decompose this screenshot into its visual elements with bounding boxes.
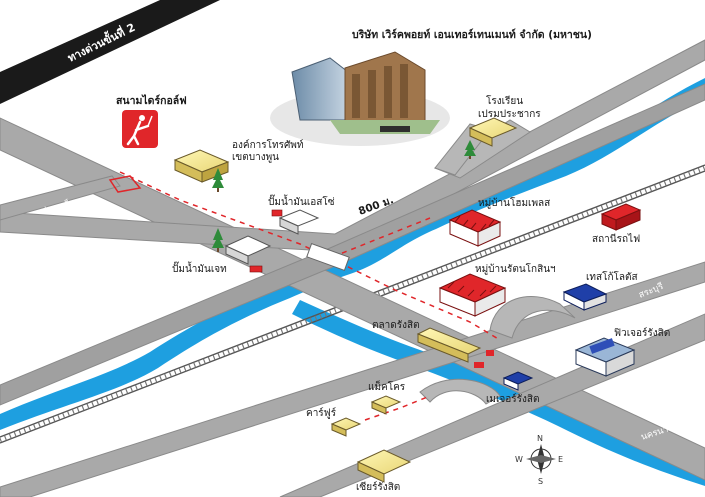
compass-e: E [558,455,563,464]
school-label-line1: โรงเรียน [486,94,523,107]
compass-rose-icon: N S E W [515,434,563,486]
river-branch [292,300,705,486]
village-homeplace [448,209,502,247]
jet-label: ปั๊มน้ำมันเจท [172,261,227,275]
buildings [173,117,642,483]
village-rattanakosin [438,273,507,317]
village1-label: หมู่บ้านโฮมเพลส [478,196,550,209]
future-label: ฟิวเจอร์รังสิต [614,327,670,339]
company-building [270,51,450,146]
golf-label: สนามไดร์กอล์ฟ [116,94,187,107]
tree-icon [212,140,476,252]
compass-s: S [538,477,543,486]
village2-label: หมู่บ้านรัตนโกสินฯ [475,262,556,275]
market-label: ตลาดรังสิต [372,320,420,331]
carrefour-label: คาร์ฟูร์ [306,407,337,419]
esso-label: ปั๊มน้ำมันเอสโซ่ [268,194,335,208]
tesco-label: เทสโก้โลตัส [586,270,638,283]
tot-label-line1: องค์การโทรศัพท์ [232,138,303,151]
river-main [0,78,705,430]
tot-label-line2: เขตบางพูน [232,152,279,163]
makro-label: แม็คโคร [368,379,406,393]
rivers [0,78,705,486]
overpass [306,242,350,272]
company-label: บริษัท เวิร์คพอยท์ เอนเทอร์เทนเมนท์ จำกั… [352,28,592,41]
route-arrows [108,171,501,421]
expressway-banner: ทางด่วนขั้นที่ 2 [0,0,220,104]
compass-n: N [537,434,543,443]
school-label-line2: เปรมประชากร [478,109,541,120]
seer-label: เซียร์รังสิต [356,481,400,493]
station-label: สถานีรถไฟ [592,233,640,245]
major-label: เมเจอร์รังสิต [486,393,540,405]
golf-swing-icon [122,110,158,148]
compass-w: W [515,455,523,464]
